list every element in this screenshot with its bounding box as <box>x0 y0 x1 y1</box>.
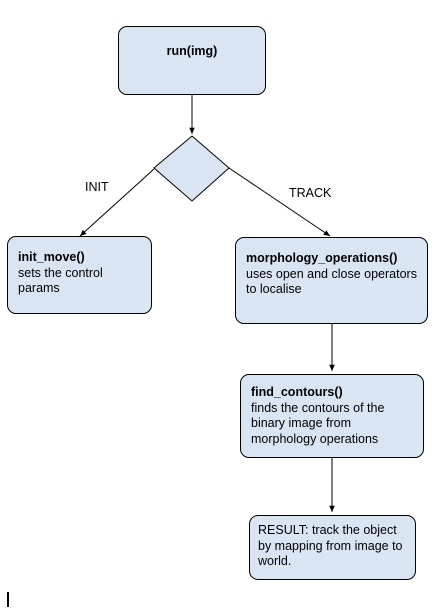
node-find-contours-title: find_contours() <box>251 385 343 399</box>
node-find-contours-body: finds the contours of the binary image f… <box>251 400 385 446</box>
node-run: run(img) <box>118 26 266 95</box>
node-run-title: run(img) <box>166 44 218 58</box>
text-cursor <box>7 592 9 607</box>
node-init-move-body: sets the control params <box>18 265 103 296</box>
node-init-move: init_move() sets the control params <box>7 236 152 314</box>
edge-label-track: TRACK <box>289 186 332 200</box>
node-morphology-operations-body: uses open and close operators to localis… <box>246 266 417 297</box>
decision-diamond <box>153 135 230 202</box>
edge-track <box>228 167 331 237</box>
node-morphology-operations-title: morphology_operations() <box>246 251 398 265</box>
node-morphology-operations: morphology_operations() uses open and cl… <box>235 237 428 324</box>
node-find-contours: find_contours() finds the contours of th… <box>240 374 424 458</box>
node-result-body: RESULT: track the object by mapping from… <box>258 523 403 568</box>
node-result: RESULT: track the object by mapping from… <box>249 515 416 580</box>
edge-init <box>79 168 155 237</box>
edge-label-init: INIT <box>85 180 109 194</box>
node-init-move-title: init_move() <box>18 250 85 264</box>
